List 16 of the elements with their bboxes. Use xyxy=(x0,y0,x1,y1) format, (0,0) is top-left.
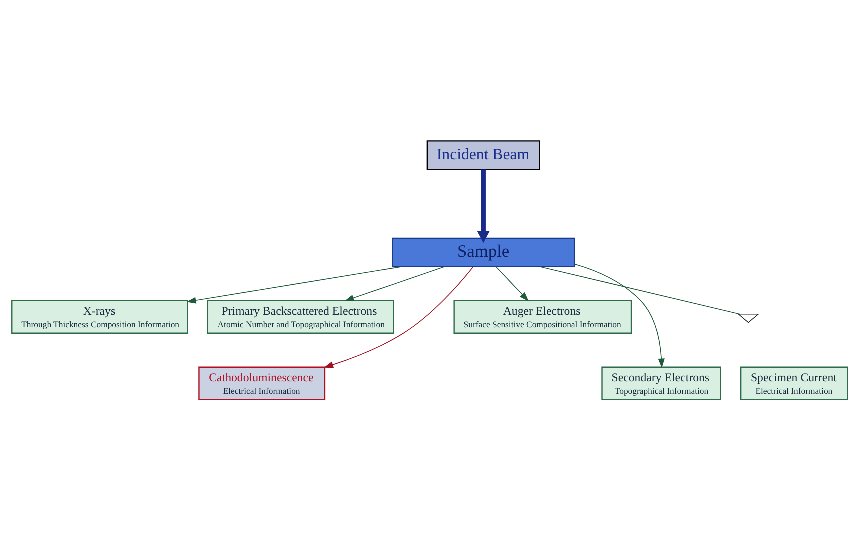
node-box: Secondary Electrons Topographical Information xyxy=(602,366,722,400)
node-box: Cathodoluminescence Electrical Information xyxy=(198,366,326,400)
node-box: Auger Electrons Surface Sensitive Compositional Information xyxy=(454,300,632,334)
arrow xyxy=(324,266,474,368)
node-ground xyxy=(738,314,760,323)
arrow xyxy=(344,266,445,301)
arrow xyxy=(477,169,490,243)
node-box: X-rays Through Thickness Composition Information xyxy=(12,300,188,334)
node-box: Primary Backscattered Electrons Atomic Number and Topographical Information xyxy=(207,300,394,334)
node-box: Specimen Current Electrical Information xyxy=(740,366,848,400)
node-box: Sample xyxy=(392,237,576,268)
node-box: Incident Beam xyxy=(426,140,540,170)
arrow xyxy=(574,263,665,368)
arrow xyxy=(496,266,530,302)
connector xyxy=(540,266,741,314)
arrow xyxy=(186,266,402,304)
